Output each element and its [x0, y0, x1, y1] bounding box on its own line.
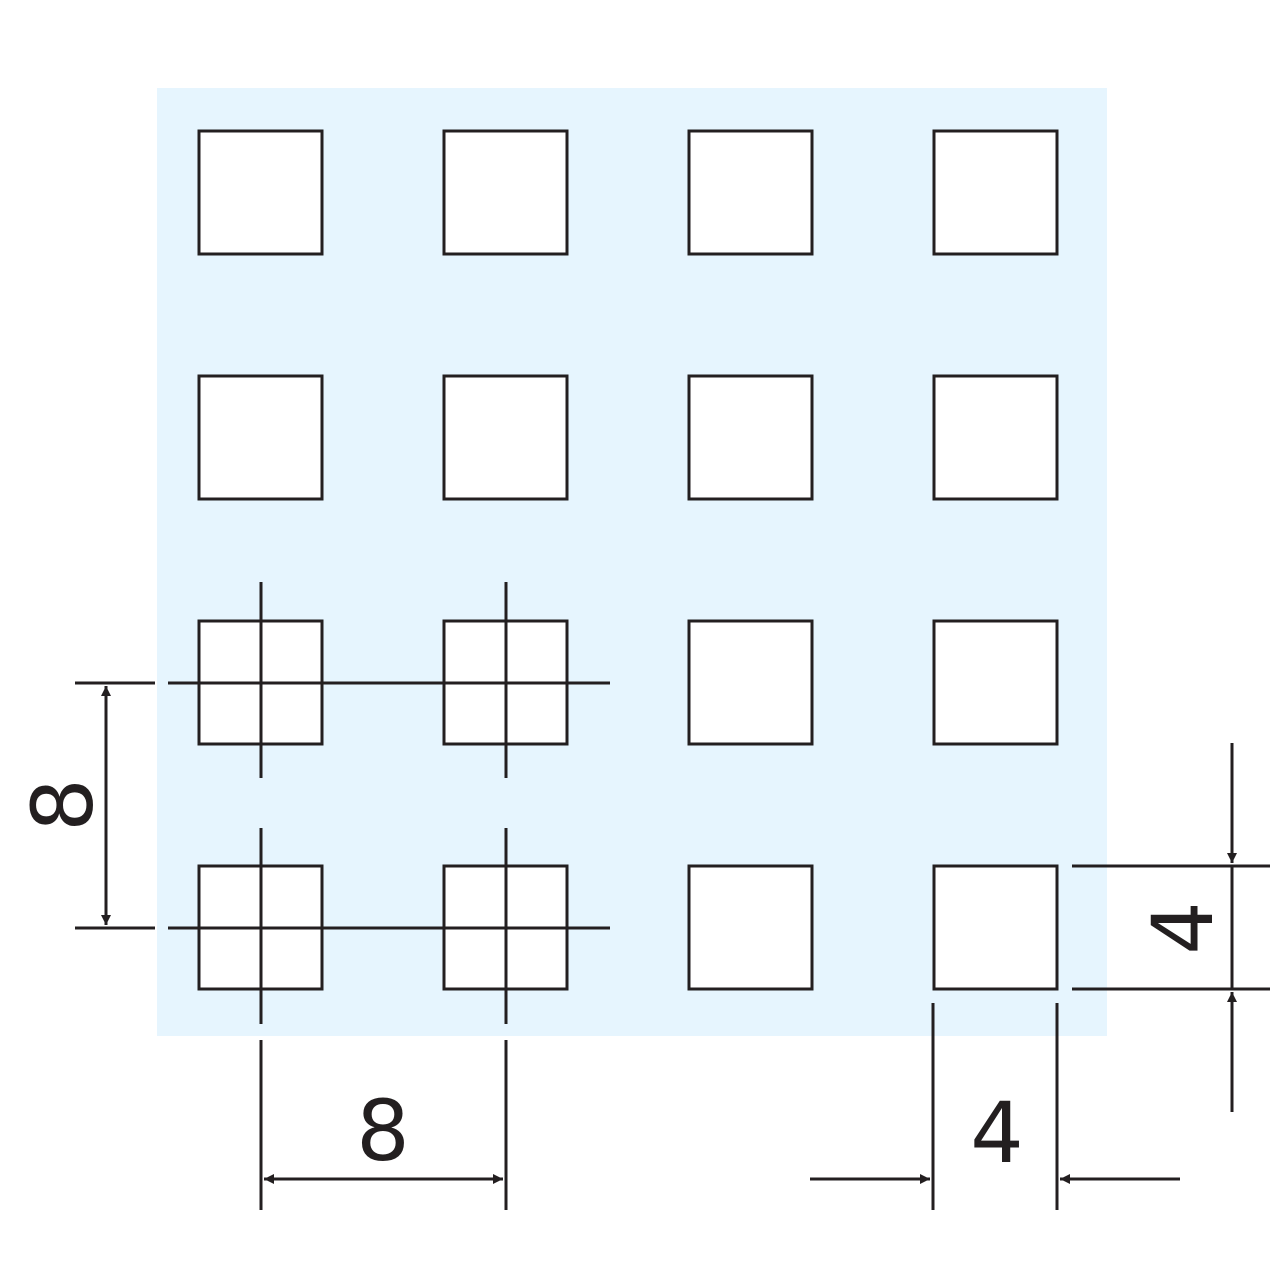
square-hole	[197, 374, 324, 501]
square-hole	[687, 619, 814, 746]
hole-width-label: 4	[970, 1084, 1023, 1182]
horizontal-pitch-label: 8	[356, 1082, 409, 1180]
square-hole	[932, 374, 1059, 501]
square-hole	[687, 864, 814, 991]
square-hole	[932, 129, 1059, 256]
square-hole	[687, 129, 814, 256]
square-hole	[932, 864, 1059, 991]
vertical-pitch-dimension	[75, 681, 155, 930]
square-hole	[442, 129, 569, 256]
hole-height-dimension	[1072, 743, 1270, 1112]
hole-width-dimension	[810, 1003, 1180, 1210]
hole-height-label: 4	[1134, 901, 1232, 954]
vertical-pitch-label: 8	[14, 778, 112, 831]
horizontal-pitch-dimension	[259, 1040, 508, 1210]
square-hole	[197, 129, 324, 256]
center-lines	[168, 582, 610, 1024]
square-hole	[932, 619, 1059, 746]
square-hole	[442, 374, 569, 501]
square-hole	[687, 374, 814, 501]
